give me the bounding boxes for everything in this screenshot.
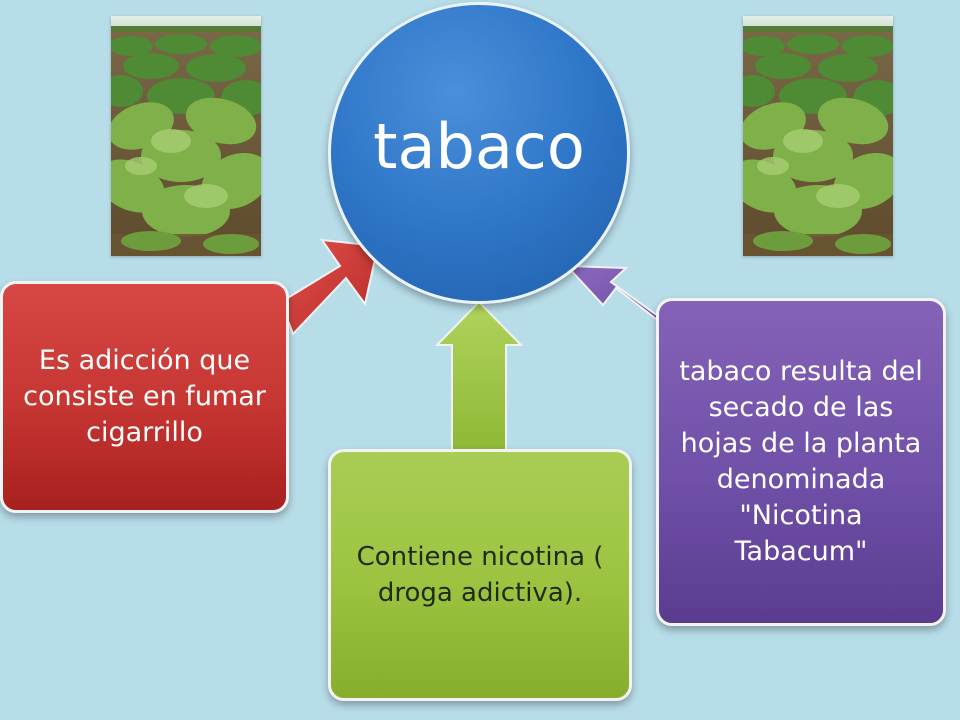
arrow-green xyxy=(434,300,524,452)
hub-circle: tabaco xyxy=(328,2,630,304)
tobacco-field-photo-right xyxy=(743,16,893,256)
arrow-purple xyxy=(564,264,662,325)
hub-label: tabaco xyxy=(373,109,585,183)
origin-box: tabaco resulta del secado de las hojas d… xyxy=(656,298,946,626)
origin-text: tabaco resulta del secado de las hojas d… xyxy=(679,356,923,567)
definition-text: Es adicción que consiste en fumar cigarr… xyxy=(23,345,266,448)
nicotine-box: Contiene nicotina ( droga adictiva). xyxy=(328,449,632,701)
definition-box: Es adicción que consiste en fumar cigarr… xyxy=(0,281,289,513)
tobacco-field-photo-left xyxy=(111,16,261,256)
arrow-red xyxy=(279,238,380,336)
nicotine-text: Contiene nicotina ( droga adictiva). xyxy=(356,542,604,608)
